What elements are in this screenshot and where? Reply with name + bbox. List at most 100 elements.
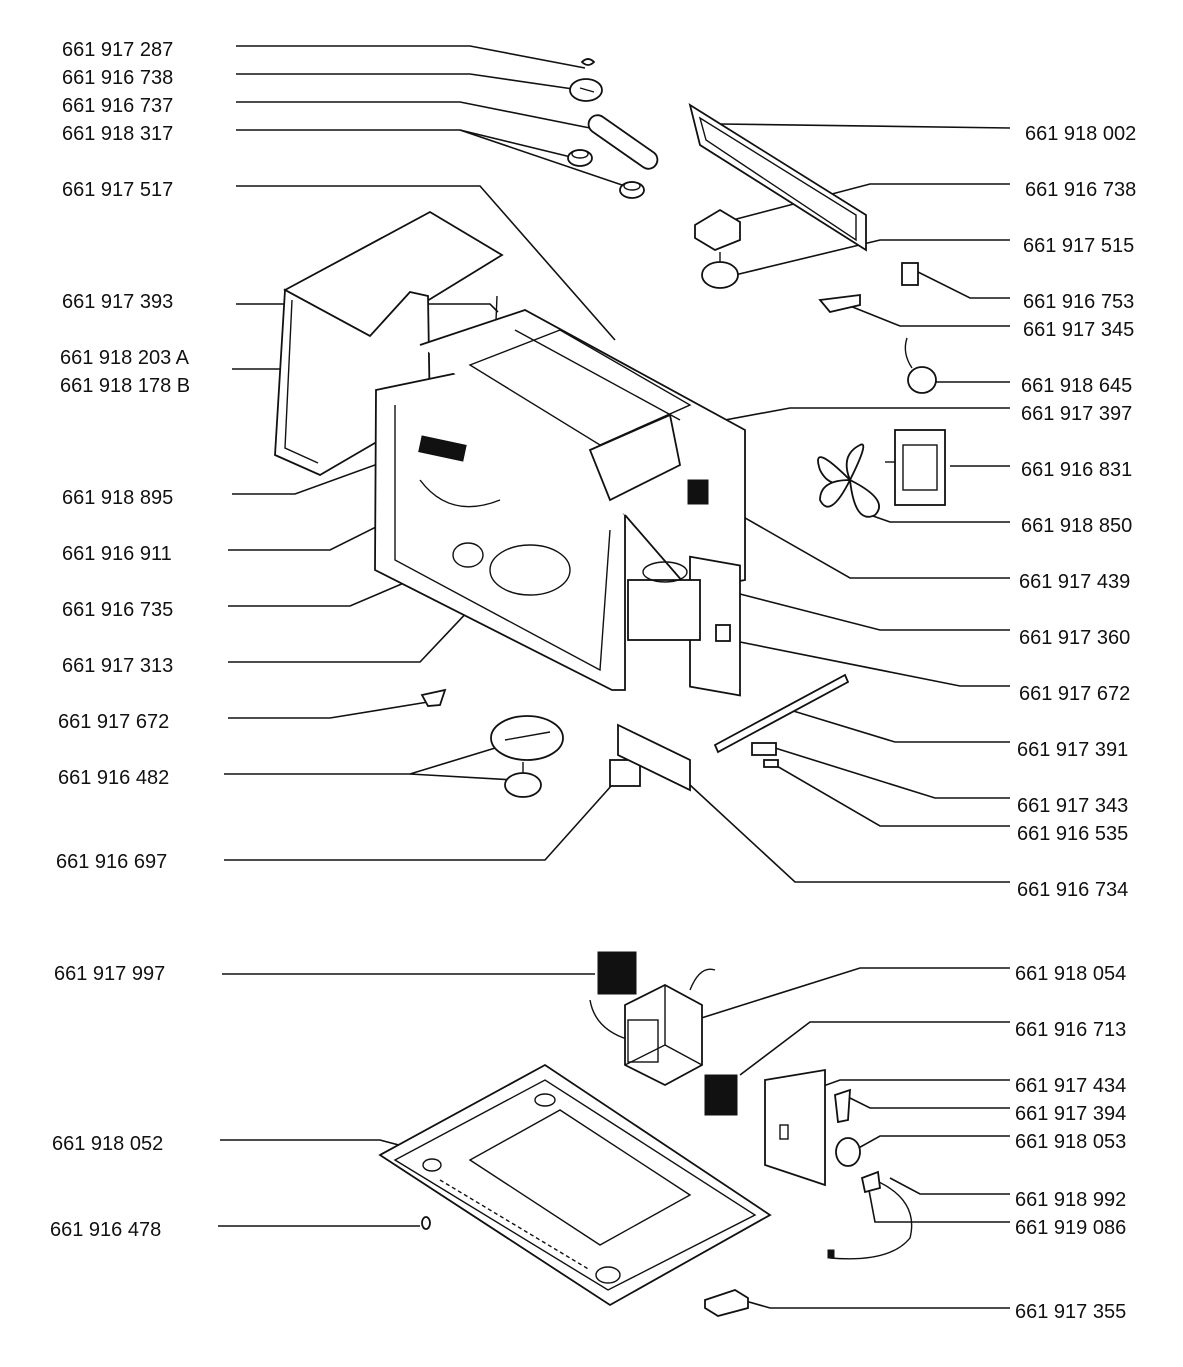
part-magnetron-360 (627, 561, 701, 641)
leader-line (769, 761, 1010, 827)
part-bracket-738r (694, 208, 741, 252)
leader-line (220, 1139, 411, 1149)
label-661-918-052: 661 918 052 (52, 1133, 163, 1155)
label-661-917-343: 661 917 343 (1017, 795, 1128, 817)
part-672l (420, 688, 447, 707)
part-535 (763, 759, 779, 768)
part-switch-697 (609, 759, 641, 787)
leader-line (834, 299, 1010, 327)
label-661-917-434: 661 917 434 (1015, 1075, 1126, 1097)
part-belt-737 (587, 114, 659, 170)
leader-line (228, 701, 429, 719)
label-661-918-054: 661 918 054 (1015, 963, 1126, 985)
label-661-916-734: 661 916 734 (1017, 879, 1128, 901)
label-661-917-997: 661 917 997 (54, 963, 165, 985)
label-661-917-391: 661 917 391 (1017, 739, 1128, 761)
label-661-916-697: 661 916 697 (56, 851, 167, 873)
leader-line (694, 967, 1010, 1021)
part-053 (835, 1137, 861, 1167)
part-bar-391 (713, 673, 850, 754)
part-343 (751, 742, 777, 756)
leader-line (236, 73, 581, 91)
leader-line (236, 129, 576, 159)
label-661-918-178-b: 661 918 178 B (60, 375, 190, 397)
part-transformer-054 (624, 968, 716, 1087)
leader-line (236, 45, 586, 69)
label-661-916-713: 661 916 713 (1015, 1019, 1126, 1041)
part-screw-478 (421, 1216, 431, 1230)
leader-line (917, 271, 1010, 299)
part-latch-345 (818, 293, 861, 314)
part-394 (834, 1088, 851, 1124)
label-661-918-053: 661 918 053 (1015, 1131, 1126, 1153)
leader-line (854, 1135, 1010, 1151)
label-661-917-517: 661 917 517 (62, 179, 173, 201)
label-661-916-753: 661 916 753 (1023, 291, 1134, 313)
label-661-918-645: 661 918 645 (1021, 375, 1132, 397)
label-661-917-287: 661 917 287 (62, 39, 173, 61)
leader-line (889, 1177, 1010, 1195)
leader-line (849, 1097, 1010, 1109)
label-661-916-535: 661 916 535 (1017, 823, 1128, 845)
part-drive-482 (504, 762, 542, 798)
part-lamp-645 (904, 337, 937, 394)
leader-line (729, 639, 1010, 687)
label-661-918-002: 661 918 002 (1025, 123, 1136, 145)
leader-line (869, 514, 1010, 523)
label-661-917-393: 661 917 393 (62, 291, 173, 313)
part-block-439 (687, 479, 709, 505)
label-661-916-482: 661 916 482 (58, 767, 169, 789)
label-661-916-831: 661 916 831 (1021, 459, 1132, 481)
label-661-918-317: 661 918 317 (62, 123, 173, 145)
part-motor-515 (701, 252, 739, 289)
leader-line (236, 101, 591, 129)
leader-line (774, 747, 1010, 799)
part-clip-287 (580, 58, 596, 66)
part-panel-434 (764, 1068, 826, 1187)
leader-line (704, 494, 1010, 579)
label-661-916-735: 661 916 735 (62, 599, 173, 621)
label-661-917-672: 661 917 672 (58, 711, 169, 733)
part-bracket-734 (617, 723, 691, 792)
label-661-917-355: 661 917 355 (1015, 1301, 1126, 1323)
left-labels: 661 917 287 661 916 738 661 916 737 661 … (50, 39, 190, 1241)
leader-line (224, 744, 506, 775)
leader-line (409, 773, 516, 781)
part-cam-738 (569, 78, 603, 102)
part-plate-482 (490, 715, 564, 761)
label-661-916-738: 661 916 738 (62, 67, 173, 89)
part-992-cable (827, 1177, 913, 1260)
leader-line (734, 1297, 1010, 1309)
part-fan-850 (817, 443, 880, 518)
part-fan-motor-831 (885, 429, 946, 506)
leader-line (789, 709, 1010, 743)
part-frame-918002 (688, 103, 867, 252)
label-661-918-850: 661 918 850 (1021, 515, 1132, 537)
label-661-917-345: 661 917 345 (1023, 319, 1134, 341)
label-661-917-515: 661 917 515 (1023, 235, 1134, 257)
leader-line (867, 1184, 1010, 1223)
leader-line (739, 1021, 1010, 1076)
label-661-919-086: 661 919 086 (1015, 1217, 1126, 1239)
label-661-918-992: 661 918 992 (1015, 1189, 1126, 1211)
label-661-917-360: 661 917 360 (1019, 627, 1130, 649)
label-661-917-313: 661 917 313 (62, 655, 173, 677)
label-661-918-895: 661 918 895 (62, 487, 173, 509)
part-roller-317 (567, 149, 645, 199)
right-labels: 661 918 002 661 916 738 661 917 515 661 … (1015, 123, 1136, 1323)
part-grill-895 (418, 435, 467, 462)
part-switch-753 (901, 262, 919, 286)
part-base-052 (378, 1063, 772, 1307)
leader-line (724, 183, 1010, 223)
leader-line (719, 123, 1011, 129)
leader-line (734, 239, 1010, 276)
leader-line (236, 185, 616, 341)
label-661-916-737: 661 916 737 (62, 95, 173, 117)
label-661-917-394: 661 917 394 (1015, 1103, 1126, 1125)
label-661-917-397: 661 917 397 (1021, 403, 1132, 425)
leader-line (689, 784, 1010, 883)
part-block-713 (704, 1074, 738, 1116)
label-661-916-911: 661 916 911 (62, 543, 172, 565)
